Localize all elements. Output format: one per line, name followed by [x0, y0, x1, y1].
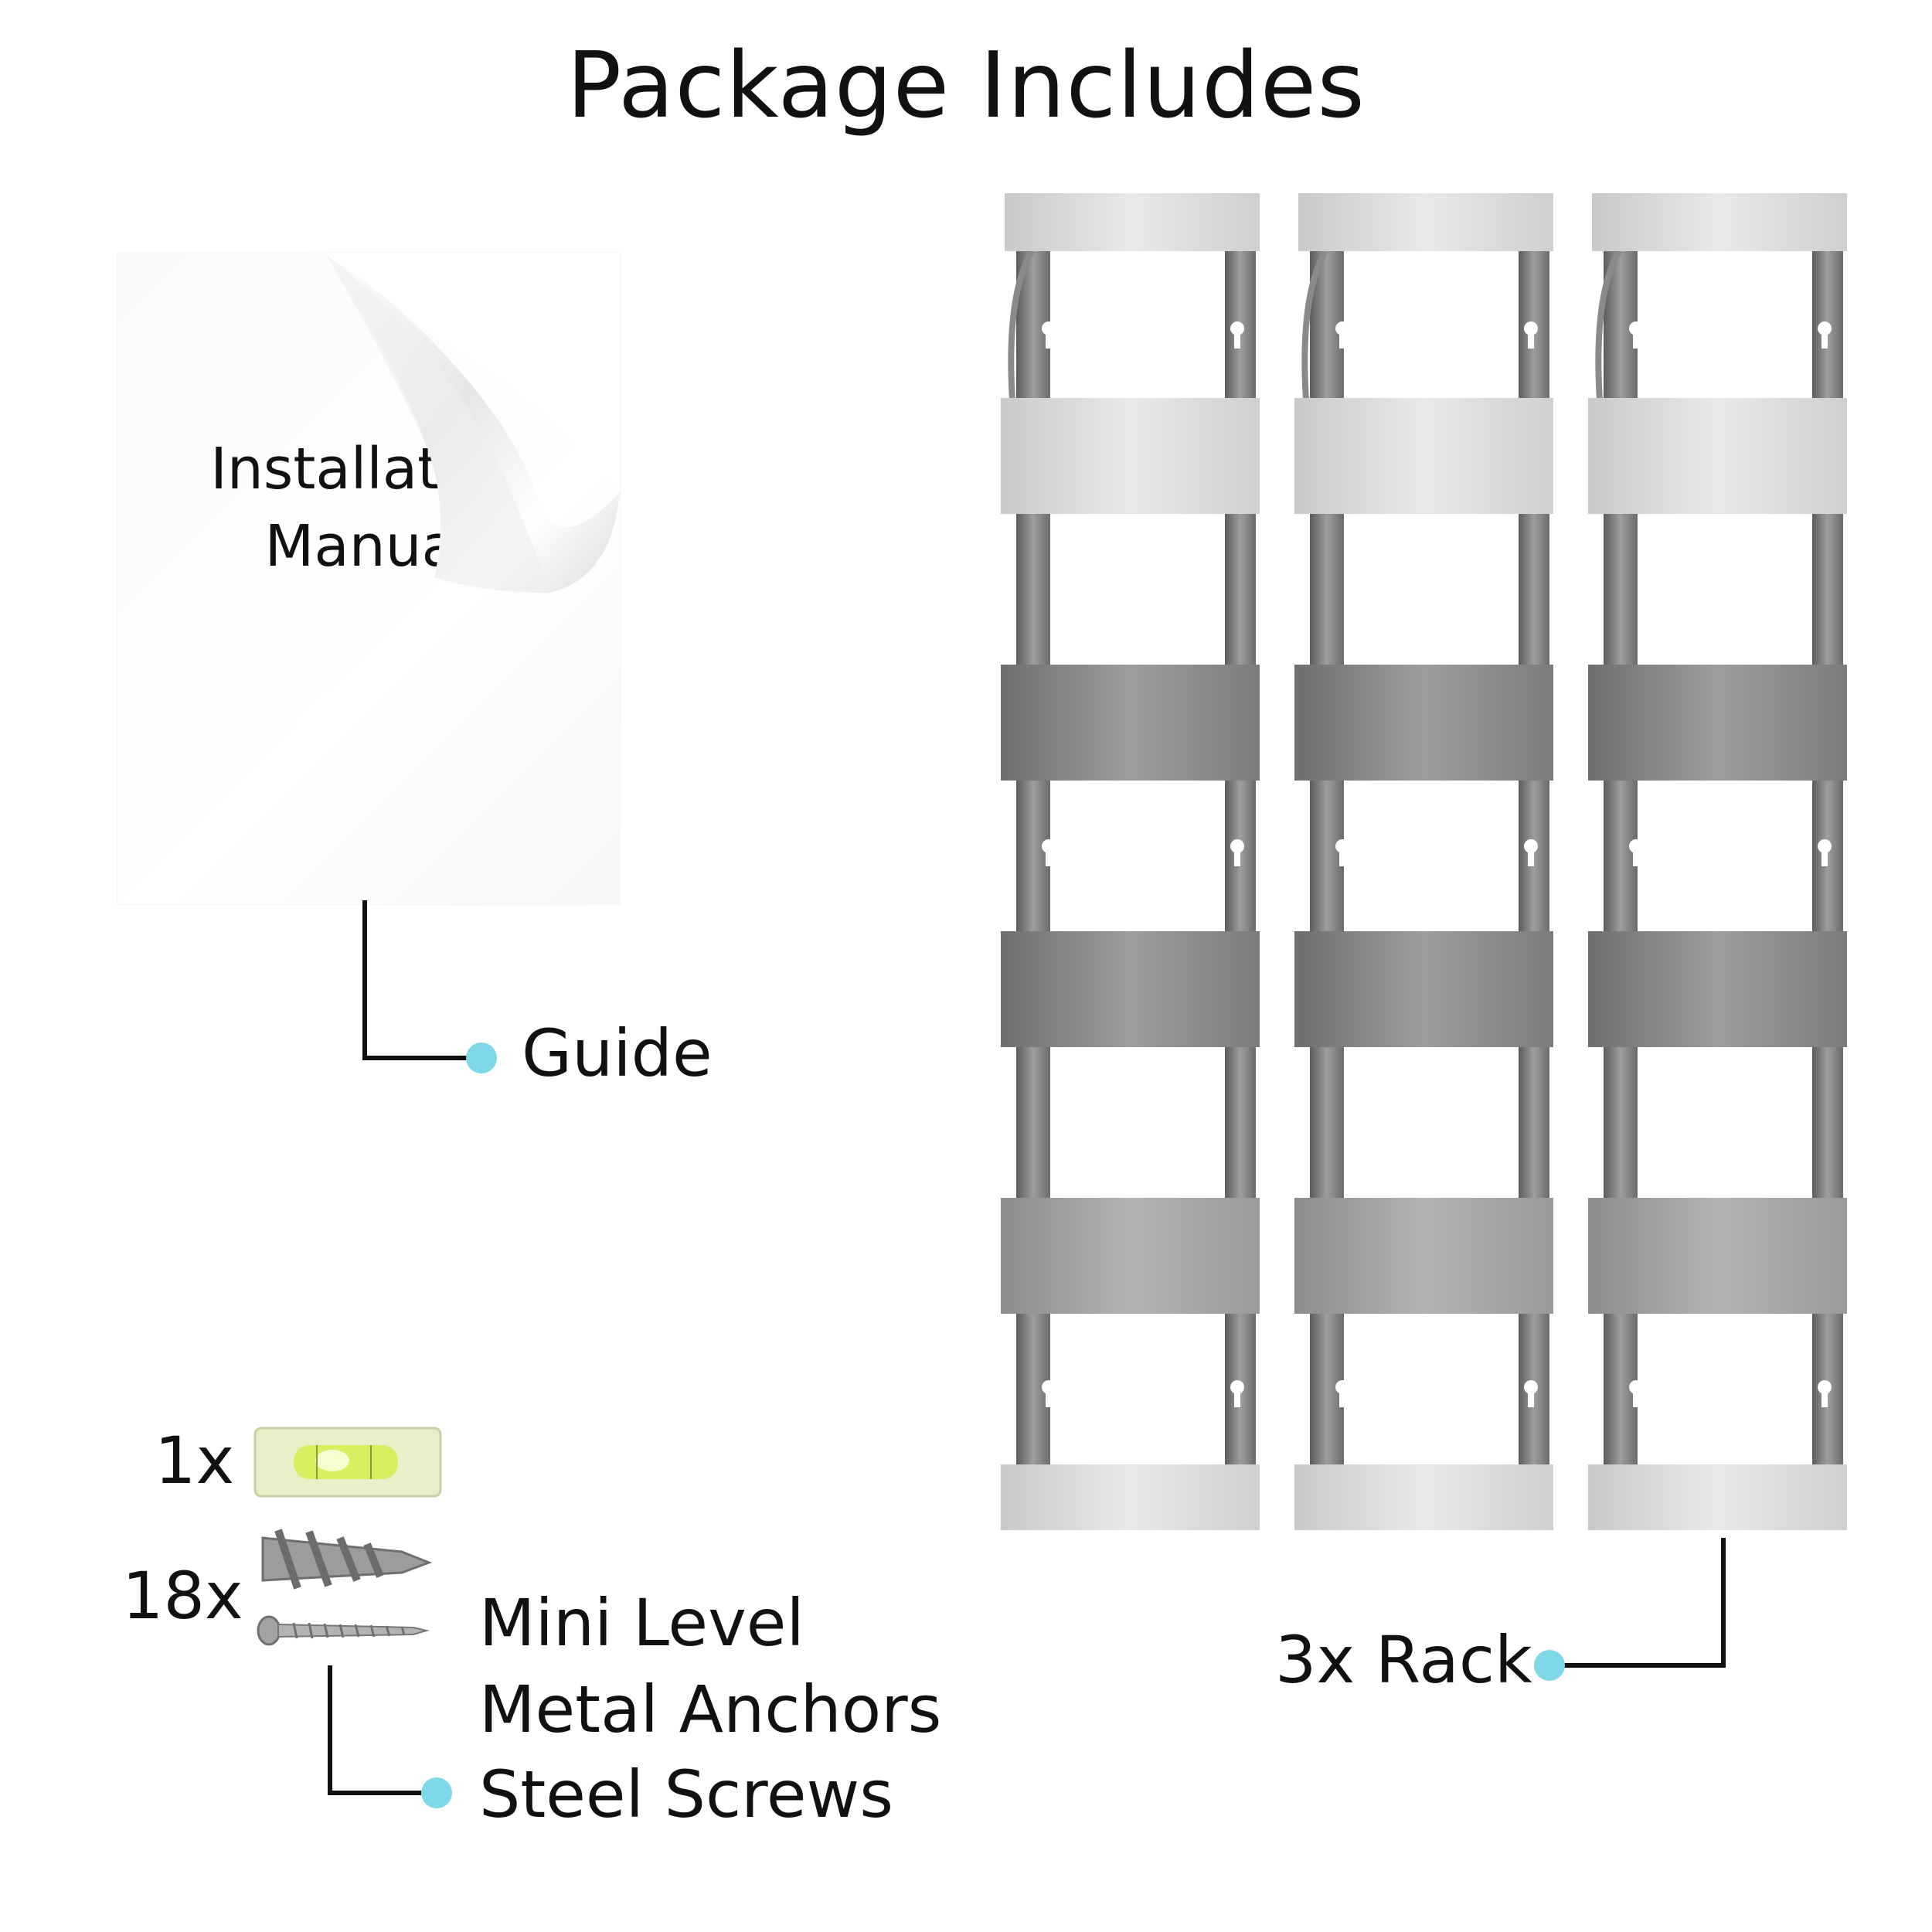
rack-label: 3x Rack	[1275, 1622, 1532, 1698]
wine-racks-illustration	[997, 189, 1862, 1542]
steel-screws-label: Steel Screws	[479, 1757, 893, 1832]
guide-dot	[466, 1043, 497, 1073]
installation-manual-sheet: Installation Manual	[117, 253, 620, 904]
mini-level-label: Mini Level	[479, 1585, 804, 1661]
bubble-level-icon	[253, 1427, 442, 1498]
rack-dot	[1534, 1650, 1565, 1681]
rack-1	[1001, 193, 1260, 1530]
rack-2	[1294, 193, 1553, 1530]
hardware-illustration	[253, 1427, 442, 1646]
hardware-dot	[421, 1777, 452, 1808]
rack-3	[1588, 193, 1847, 1530]
hardware-leader-line	[328, 1665, 421, 1795]
level-quantity: 1x	[155, 1423, 235, 1498]
rack-leader-line	[1553, 1538, 1726, 1668]
screw-icon	[257, 1615, 430, 1646]
page-curl-icon	[325, 253, 620, 593]
metal-anchors-label: Metal Anchors	[479, 1672, 942, 1747]
page-title: Package Includes	[566, 32, 1366, 138]
guide-label: Guide	[522, 1015, 713, 1091]
guide-leader-line	[362, 900, 471, 1060]
anchor-quantity: 18x	[122, 1558, 243, 1634]
drywall-anchor-icon	[261, 1529, 433, 1590]
